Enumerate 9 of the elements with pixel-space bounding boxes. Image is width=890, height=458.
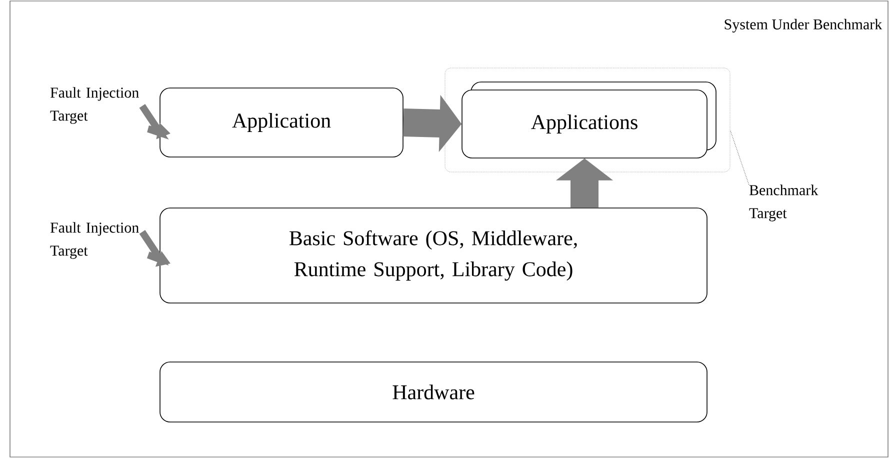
target-region	[444, 68, 730, 172]
layer-box: Hardware	[160, 362, 708, 422]
annotation-text: Benchmark Target	[749, 184, 818, 222]
annotation-text: Fault Injection Target	[50, 87, 139, 124]
annotation-text: Fault Injection Target	[50, 222, 139, 259]
leader-line	[730, 130, 750, 185]
stacked-box: Applications	[462, 82, 716, 158]
layer-box: Basic Software (OS, Middleware, Runtime Support, Library Code)	[160, 208, 708, 304]
layer-box: Application	[160, 88, 404, 158]
